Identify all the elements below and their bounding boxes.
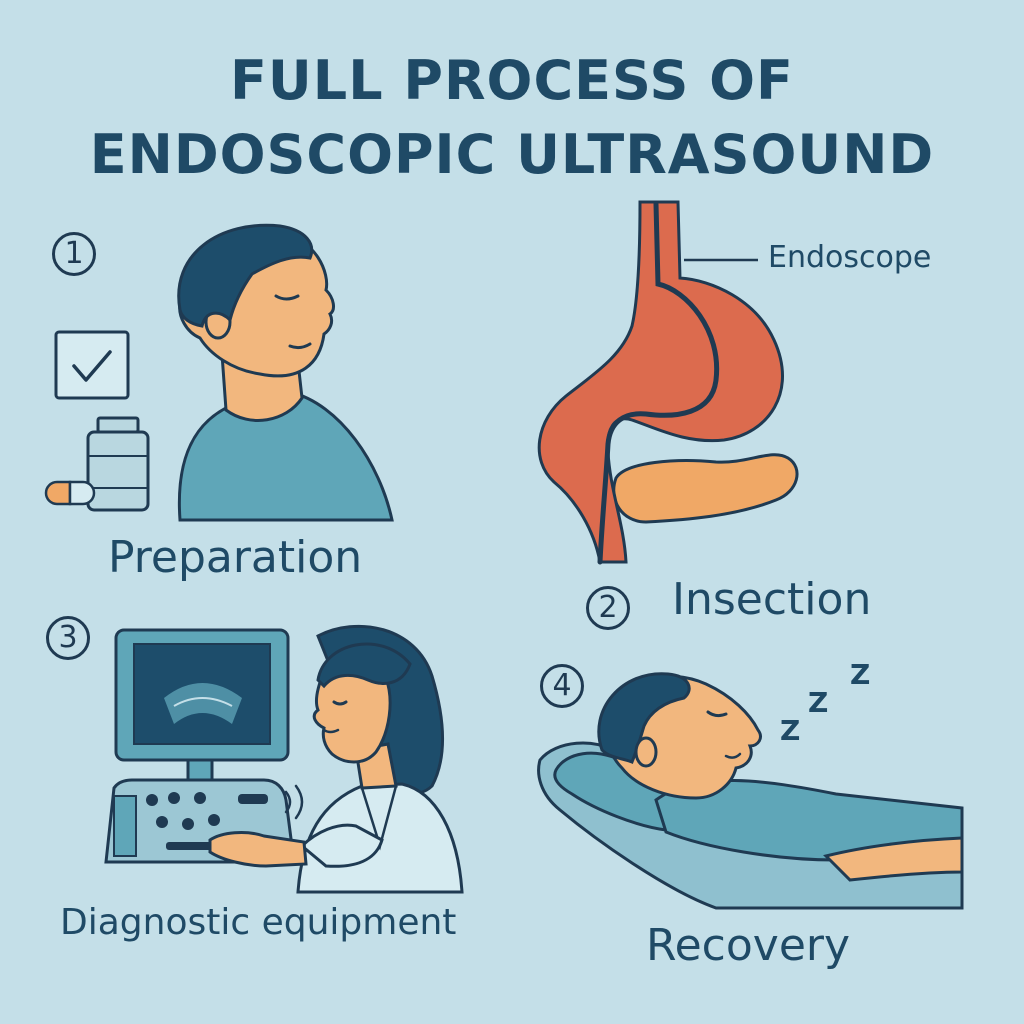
step-1-number-badge: 1 — [52, 232, 96, 276]
step-2-label: Insection — [672, 574, 872, 625]
patient-recovery-illustration — [537, 672, 964, 910]
medicine-bottle-icon — [86, 416, 150, 512]
sleep-z-medium: Z — [808, 686, 829, 719]
patient-preparation-illustration — [177, 223, 394, 522]
step-3-label: Diagnostic equipment — [60, 902, 457, 943]
pill-capsule-icon — [44, 480, 96, 506]
step-2-number-badge: 2 — [586, 586, 630, 630]
stomach-endoscope-illustration — [537, 200, 799, 565]
sleep-z-small: Z — [780, 714, 801, 747]
sleep-z-large: Z — [850, 658, 871, 691]
step-4-number-badge: 4 — [540, 664, 584, 708]
doctor-illustration — [208, 624, 464, 894]
step-1-label: Preparation — [108, 532, 363, 583]
page-title-line-1: FULL PROCESS OF — [230, 49, 794, 112]
sound-waves-icon — [284, 784, 304, 820]
step-4-label: Recovery — [646, 920, 851, 971]
checkbox-icon — [54, 330, 130, 400]
endoscope-callout-label: Endoscope — [768, 240, 932, 275]
step-3-number-badge: 3 — [46, 616, 90, 660]
page-title-line-2: ENDOSCOPIC ULTRASOUND — [89, 123, 935, 186]
